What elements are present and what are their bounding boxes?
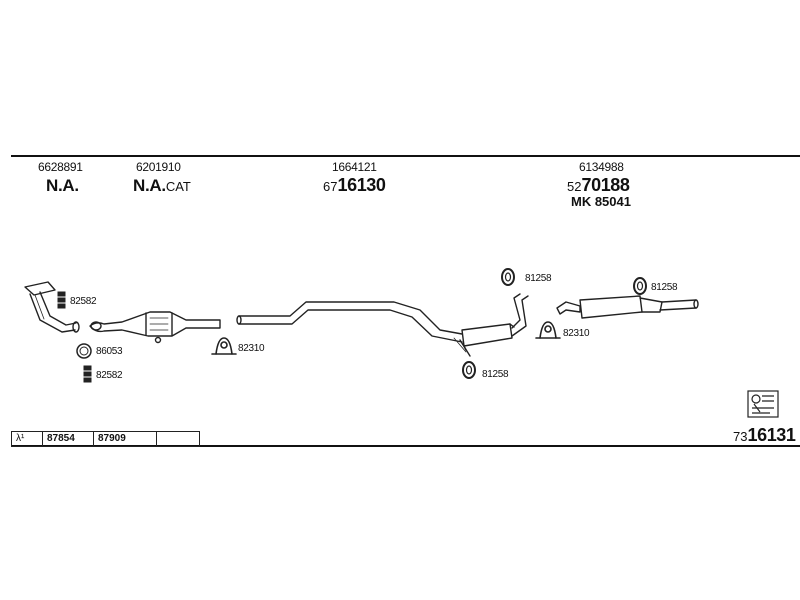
part-number-col3: 1664121 — [332, 160, 377, 174]
footer-code-main: 16131 — [747, 425, 796, 445]
rear-section — [556, 295, 699, 319]
code-col4-prefix: 52 — [567, 179, 582, 194]
footer-code-prefix: 73 — [733, 429, 748, 444]
part-number-col2: 6201910 — [136, 160, 181, 174]
kit-col4: MK 85041 — [571, 194, 631, 209]
emblem-icon — [747, 390, 779, 418]
name-col2: N.A.CAT — [133, 176, 191, 196]
label-clamp-mid: 82310 — [563, 328, 590, 339]
name-col2-main: N.A. — [133, 176, 166, 195]
middle-silencer — [453, 293, 529, 357]
ring-seal-icon — [76, 343, 92, 359]
top-rule — [11, 155, 800, 157]
hanger-rear-icon — [633, 277, 647, 295]
clamp-mid-icon — [535, 321, 561, 339]
legend-code-1: 87854 — [43, 432, 94, 446]
gasket-bottom-left-icon — [83, 365, 92, 383]
label-clamp-cat: 82310 — [238, 343, 265, 354]
front-downpipe — [24, 281, 80, 333]
footer-code: 7316131 — [733, 425, 796, 446]
name-col2-suffix: CAT — [165, 179, 191, 194]
legend-symbol: λ¹ — [12, 432, 43, 446]
code-col3-main: 16130 — [337, 175, 386, 195]
label-ring-left: 86053 — [96, 346, 123, 357]
clamp-cat-icon — [211, 337, 237, 355]
code-col4-main: 70188 — [581, 175, 630, 195]
label-gasket-top-left: 82582 — [70, 296, 97, 307]
code-col3-prefix: 67 — [323, 179, 338, 194]
catalytic-converter — [89, 311, 221, 344]
gasket-top-left-icon — [57, 291, 66, 309]
label-hanger-mid-bottom: 81258 — [482, 369, 509, 380]
hanger-mid-bottom-icon — [462, 361, 476, 379]
hanger-mid-top-icon — [501, 268, 515, 286]
part-number-col4: 6134988 — [579, 160, 624, 174]
code-col3: 6716130 — [323, 175, 386, 196]
legend-box: λ¹ 87854 87909 — [11, 431, 200, 447]
label-gasket-bottom-left: 82582 — [96, 370, 123, 381]
legend-code-3 — [157, 432, 199, 446]
code-col4: 5270188 — [567, 175, 630, 196]
part-number-col1: 6628891 — [38, 160, 83, 174]
legend-code-2: 87909 — [94, 432, 157, 446]
name-col1: N.A. — [46, 176, 79, 195]
middle-pipe — [236, 301, 463, 343]
label-hanger-mid-top: 81258 — [525, 273, 552, 284]
label-hanger-rear: 81258 — [651, 282, 678, 293]
